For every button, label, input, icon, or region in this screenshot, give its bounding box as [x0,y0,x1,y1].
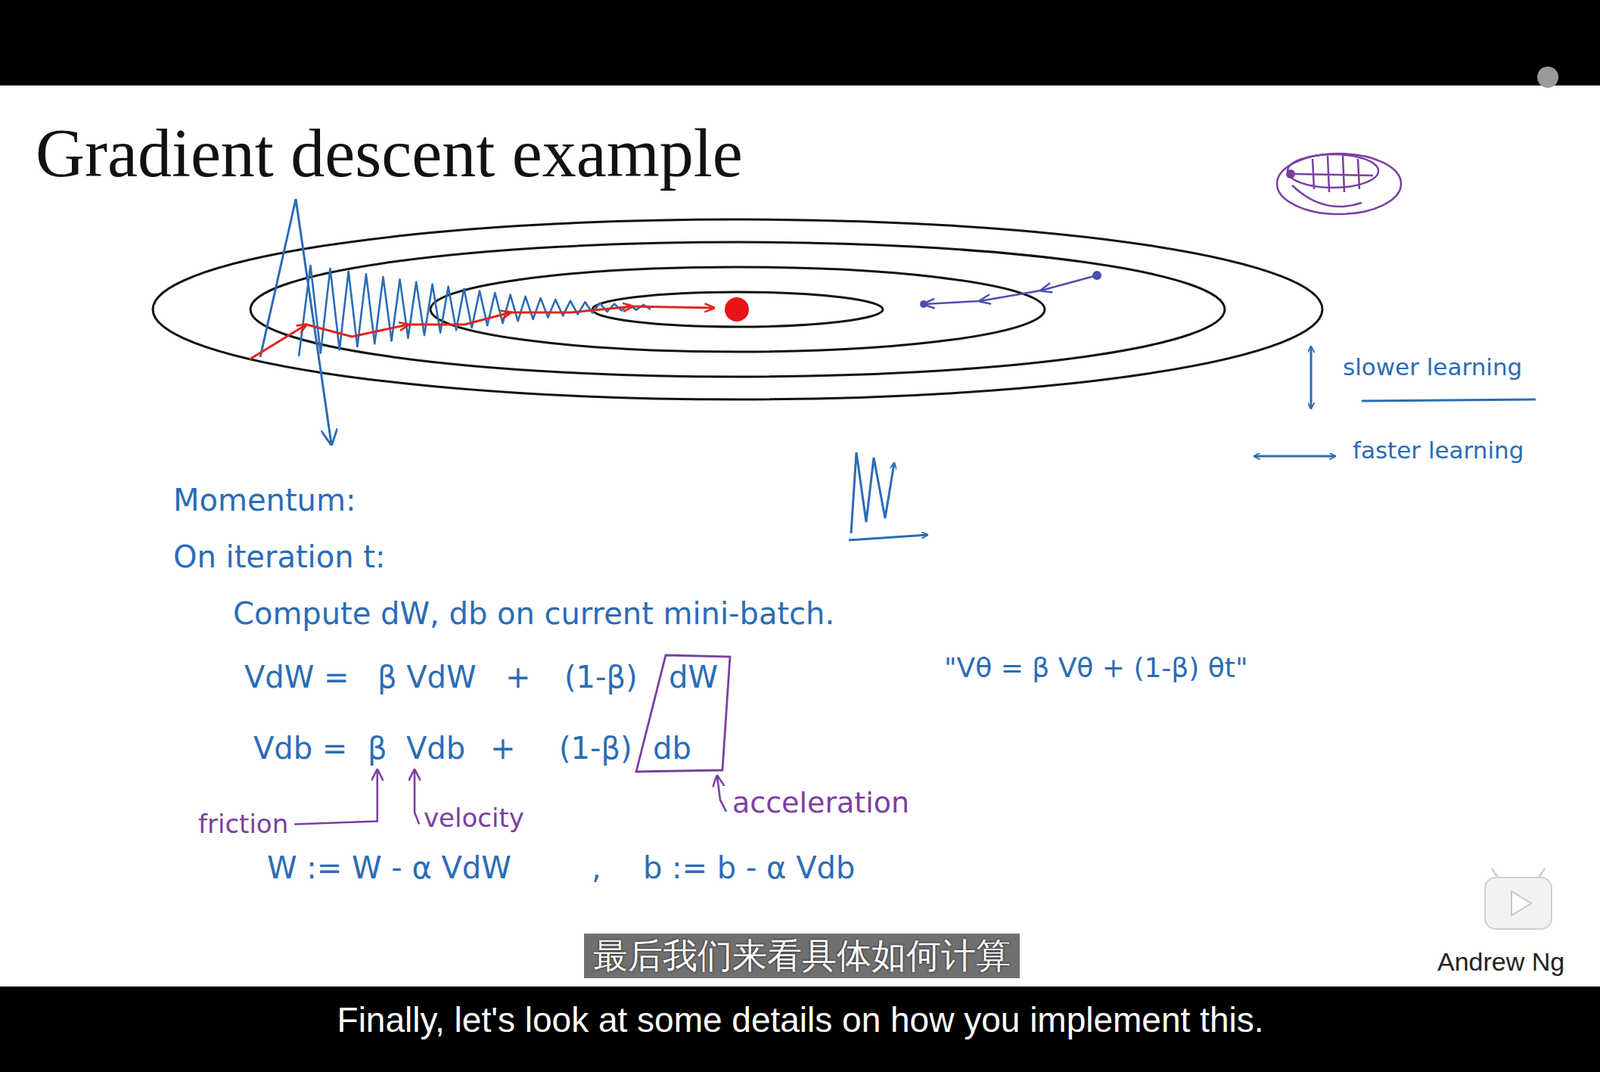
minimum-dot [724,297,749,322]
side-path [923,275,1097,305]
player-icon [1537,66,1559,88]
equation-part: β VdW [377,659,477,695]
equation-part: + [490,730,516,766]
video-logo [1485,868,1552,929]
equation-part: db [652,730,692,766]
axis-note: faster learning [1352,437,1524,465]
update-rule: b := b - α Vdb [643,850,855,886]
underline [1361,399,1536,401]
momentum-path [249,306,715,360]
annotation: acceleration [732,786,910,821]
horizontal-arrow [1254,455,1336,458]
axis-note: slower learning [1342,354,1523,382]
step-text: On iteration t: [173,539,386,575]
slide-title: Gradient descent example [35,119,743,188]
gradient-descent-path [298,265,651,357]
update-rule: W := W - α VdW [267,850,512,886]
zigzag-path [298,265,651,357]
equation-part: + [505,659,532,695]
lecturer-name: Andrew Ng [1437,947,1565,977]
equation-part: (1-β) [559,730,633,766]
leader-arrow [294,770,378,825]
update-rule: , [591,850,602,886]
leader-arrow [414,770,420,824]
bowl-icon [1276,153,1402,215]
oscillation-arrow [260,198,332,445]
equation-part: Vdb [406,730,466,766]
vertical-arrow [1310,346,1313,409]
leader-arrow [717,776,727,812]
subtitle-chinese: 最后我们来看具体如何计算 [584,933,1020,979]
slide-background [0,85,1600,987]
subtitle-english: Finally, let's look at some details on h… [337,1000,1265,1041]
equation-part: (1-β) [564,659,638,695]
annotation: friction [198,809,289,839]
equation-part: Vdb = [253,730,348,766]
annotation-layer [294,655,731,825]
equation-part: dW [668,659,718,695]
contour-ellipses [152,219,1323,400]
step-text: Compute dW, db on current mini-batch. [233,596,835,631]
highlight-box [636,655,731,772]
section-heading: Momentum: [173,482,356,518]
oscillation-sketch [848,452,928,541]
annotation: velocity [423,803,525,833]
equation-part: β [367,730,388,766]
equation-part: VdW = [244,659,350,695]
formula-note: "Vθ = β Vθ + (1-β) θt" [944,652,1248,684]
